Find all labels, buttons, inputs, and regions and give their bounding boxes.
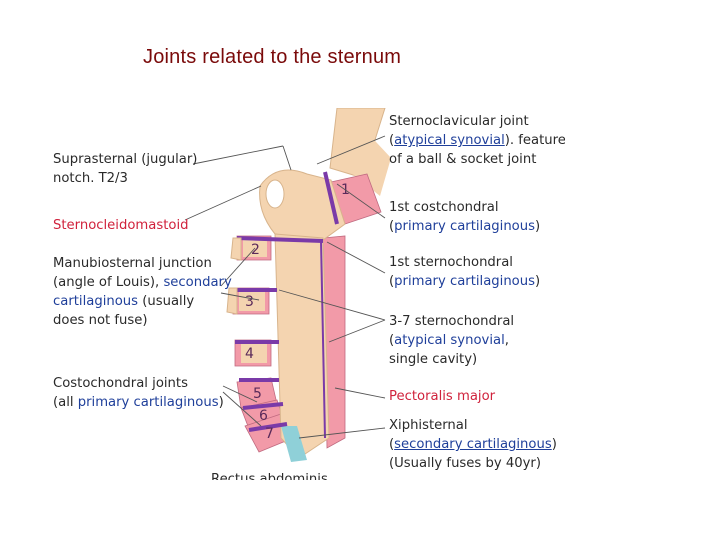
- costochondral-1st-line2b: primary cartilaginous: [394, 219, 535, 234]
- sternochondral-3-7-line3: single cavity): [389, 352, 478, 367]
- sternoclavicular-line2a: (: [389, 133, 395, 148]
- xiphoid: [281, 426, 307, 462]
- sternoclavicular-line2: (atypical synovial). features: [389, 131, 565, 150]
- manubriosternal-line1: Manubiosternal junction: [53, 256, 212, 271]
- sternochondral-3-7-line2a: (: [389, 333, 395, 348]
- sternochondral-1st-line2: (primary cartilaginous): [389, 272, 540, 291]
- manubriosternal-line4: does not fuse): [53, 313, 148, 328]
- costochondral-1st-line1: 1st costchondral: [389, 200, 499, 215]
- manubriosternal-line3: cartilaginous (usually: [53, 292, 232, 311]
- sternochondral-1st-line2a: (: [389, 274, 395, 289]
- right-cartilages: [322, 173, 382, 449]
- suprasternal-label: Suprasternal (jugular) notch. T2/3: [53, 150, 197, 188]
- sternochondral-3-7-line2b: atypical synovial: [394, 333, 505, 348]
- manubriosternal-line2b: secondary: [163, 275, 232, 290]
- costochondral-line1: Costochondral joints: [53, 376, 188, 391]
- xiphisternal-line2a: (: [389, 437, 395, 452]
- xiphisternal-line2b: secondary cartilaginous: [394, 437, 552, 452]
- rib-number-5: 5: [253, 386, 262, 402]
- costochondral-line2c: ): [218, 395, 224, 410]
- costochondral-1st-line2c: ): [534, 219, 541, 234]
- sternochondral-1st-line2b: primary cartilaginous: [394, 274, 535, 289]
- xiphisternal-line3: (Usually fuses by 40yr): [389, 456, 541, 471]
- rib-number-7: 7: [265, 426, 274, 442]
- manubriosternal-line2: (angle of Louis), secondary: [53, 273, 232, 292]
- rib-number-6: 6: [259, 408, 268, 424]
- rectus-label: Rectus abdominis: [211, 472, 328, 480]
- pectoralis-label: Pectoralis major: [389, 389, 496, 404]
- sternoclavicular-line1: Sternoclavicular joint: [389, 114, 529, 129]
- sternoclavicular-line2c: ). features: [504, 133, 565, 148]
- rib-number-3: 3: [245, 294, 254, 310]
- manubriosternal-line3b: (usually: [138, 294, 195, 309]
- sternum-figure: 1 2 3 4 5 6 7 Suprasternal (jug: [45, 108, 565, 480]
- sternochondral-3-7-line2: (atypical synovial,: [389, 331, 514, 350]
- xiphisternal-label: Xiphisternal (secondary cartilaginous) (…: [389, 416, 557, 473]
- sternocleidomastoid-label: Sternocleidomastoid: [53, 218, 189, 233]
- sternochondral-3-7-label: 3-7 sternochondral (atypical synovial, s…: [389, 312, 514, 369]
- sternochondral-3-7-line2c: ,: [504, 333, 509, 348]
- clavicle-right: [345, 128, 391, 196]
- sternoclavicular-line2b: atypical synovial: [394, 133, 505, 148]
- costochondral-1st-label: 1st costchondral (primary cartilaginous): [389, 198, 540, 236]
- sternochondral-1st-line2c: ): [534, 274, 541, 289]
- costochondral-line2a: (all: [53, 395, 78, 410]
- page-title: Joints related to the sternum: [143, 46, 402, 68]
- rib-number-2: 2: [251, 242, 260, 258]
- suprasternal-line2: notch. T2/3: [53, 171, 128, 186]
- left-cartilage-inner: [239, 239, 267, 363]
- xiphisternal-line2c: ): [551, 437, 557, 452]
- xiphisternal-line1: Xiphisternal: [389, 418, 468, 433]
- costochondral-1st-line2a: (: [389, 219, 395, 234]
- xiphisternal-line2: (secondary cartilaginous): [389, 435, 557, 454]
- sternochondral-3-7-line1: 3-7 sternochondral: [389, 314, 515, 329]
- jugular-notch: [265, 179, 285, 209]
- costochondral-label: Costochondral joints (all primary cartil…: [53, 374, 224, 412]
- sternochondral-line: [320, 239, 326, 439]
- manubriosternal-label: Manubiosternal junction (angle of Louis)…: [53, 254, 232, 330]
- sternum-diagram: 1 2 3 4 5 6 7: [184, 108, 391, 462]
- costochondral-line2b: primary cartilaginous: [77, 395, 219, 410]
- costochondral-1st-line2: (primary cartilaginous): [389, 217, 540, 236]
- suprasternal-line1: Suprasternal (jugular): [53, 152, 198, 167]
- sternoclavicular-line3: of a ball & socket joint: [389, 152, 537, 167]
- sternoclavicular-label: Sternoclavicular joint (atypical synovia…: [389, 112, 565, 169]
- joint-lines: [235, 171, 339, 432]
- sternochondral-1st-line1: 1st sternochondral: [389, 255, 513, 270]
- sternochondral-1st-label: 1st sternochondral (primary cartilaginou…: [389, 253, 540, 291]
- leader-lines: [184, 135, 386, 439]
- manubriosternal-line2a: (angle of Louis),: [53, 275, 164, 290]
- rib-number-4: 4: [245, 346, 254, 362]
- costochondral-line2: (all primary cartilaginous): [53, 393, 224, 412]
- manubriosternal-line3a: cartilaginous: [53, 294, 139, 309]
